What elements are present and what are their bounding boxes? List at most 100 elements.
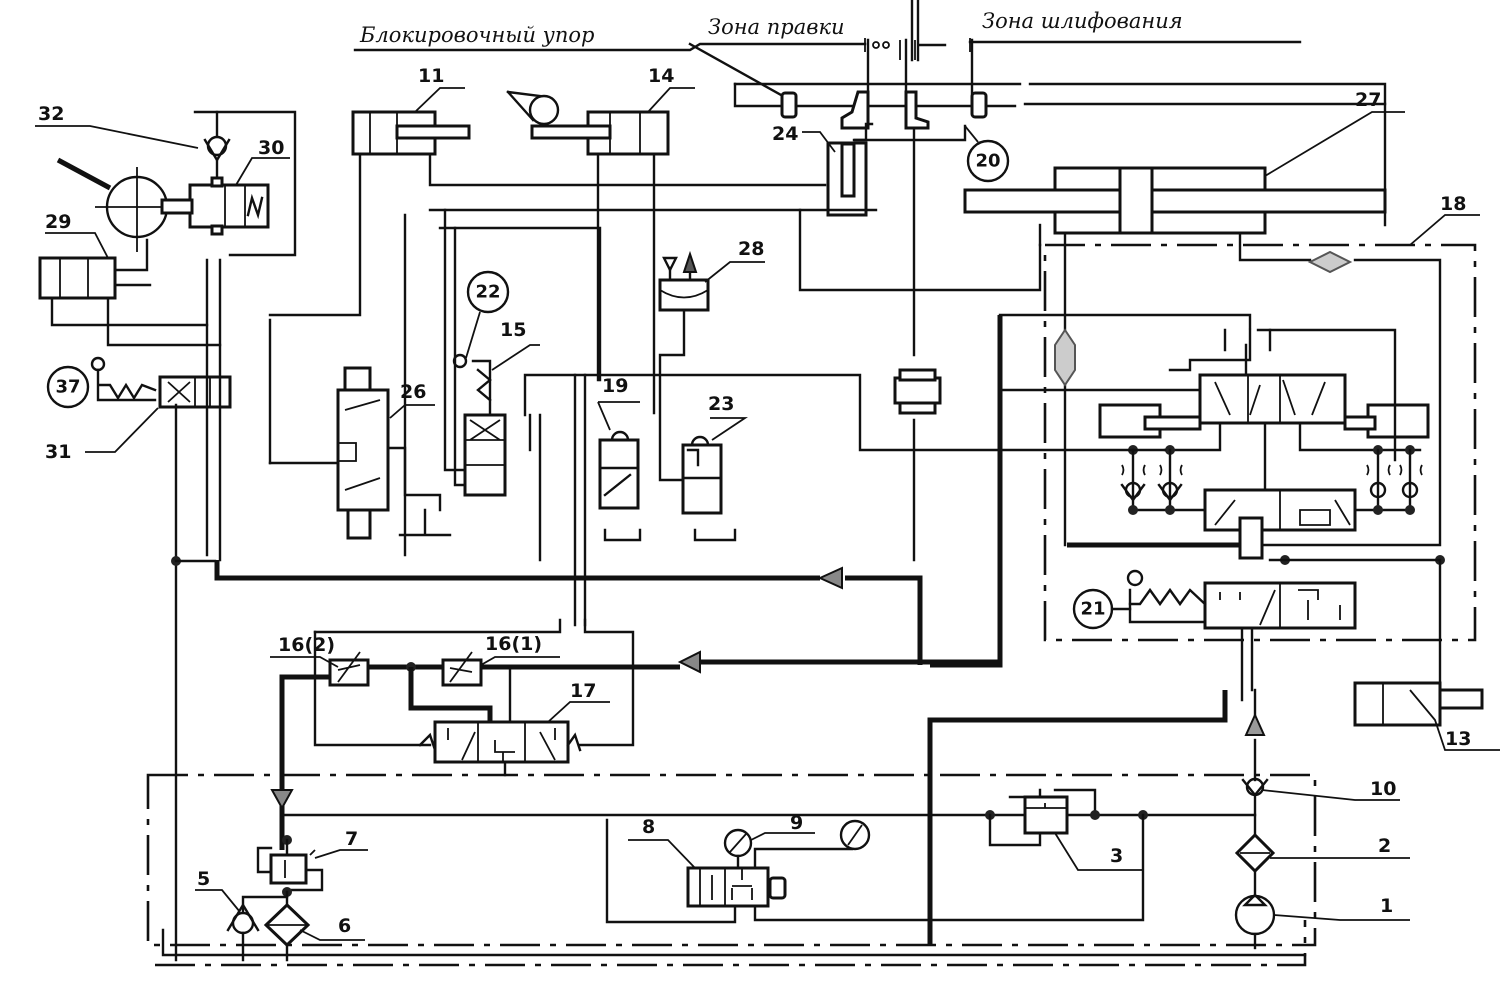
table-rail <box>733 38 1387 227</box>
check-throttle-right <box>1353 445 1423 515</box>
check-throttle-left <box>1120 445 1207 515</box>
label-5: 5 <box>197 868 210 890</box>
throttle-indicator-18 <box>1307 250 1353 274</box>
throttle-16-2 <box>328 658 370 687</box>
component-16-17: 16(2) 16(1) 17 <box>270 618 1000 850</box>
label-10: 10 <box>1370 778 1396 800</box>
label-16-1: 16(1) <box>485 633 542 655</box>
valve-17 <box>433 720 570 764</box>
zone-divider <box>910 0 920 62</box>
component-30-32: 32 30 <box>35 103 297 257</box>
label-1: 1 <box>1380 895 1393 917</box>
dressing-zone-label: Зона правки <box>708 15 845 39</box>
trip-block <box>893 376 942 405</box>
component-13: 13 <box>1353 681 1500 751</box>
label-8: 8 <box>642 816 655 838</box>
grinding-zone-label: Зона шлифования <box>982 9 1183 33</box>
pressure-line-main <box>214 560 923 665</box>
label-20: 20 <box>975 151 1000 172</box>
label-30: 30 <box>258 137 284 159</box>
component-37-31: 37 31 <box>45 356 232 463</box>
component-7: 7 <box>256 828 368 897</box>
flow-arrow-up <box>1244 712 1266 736</box>
component-14: 14 <box>506 65 695 156</box>
valve-8 <box>686 866 770 908</box>
label-14: 14 <box>648 65 674 87</box>
valve-7 <box>269 853 308 885</box>
throttle-indicator-left <box>1054 328 1076 387</box>
locking-stop-dog <box>780 91 798 119</box>
component-20: 20 <box>964 125 1010 183</box>
label-22: 22 <box>475 282 500 303</box>
flow-arrow-down <box>270 789 294 811</box>
label-16-2: 16(2) <box>278 634 335 656</box>
distributor-upper-spool <box>1198 373 1347 425</box>
component-26: 26 <box>268 318 452 540</box>
component-29: 29 <box>38 211 222 347</box>
label-26: 26 <box>400 381 426 403</box>
valve-30 <box>188 183 270 229</box>
pump-1 <box>1234 894 1276 936</box>
label-18: 18 <box>1440 193 1466 215</box>
locking-stop-leader <box>688 42 792 102</box>
circle-37 <box>46 365 90 409</box>
label-11: 11 <box>418 65 444 87</box>
label-32: 32 <box>38 103 64 125</box>
component-28: 28 <box>658 238 765 482</box>
handwheel <box>56 157 194 252</box>
zone-headings: Блокировочный упор Зона правки Зона шлиф… <box>353 0 1302 102</box>
label-19: 19 <box>602 375 628 397</box>
component-23: 23 <box>681 393 748 542</box>
component-6: 6 <box>263 890 365 962</box>
pump-station-enclosure <box>146 773 1317 947</box>
throttle-16-1 <box>441 658 483 687</box>
component-8-9: 8 9 <box>605 812 932 924</box>
cylinder-29 <box>38 256 117 300</box>
label-7: 7 <box>345 828 358 850</box>
component-18: 18 <box>1043 193 1480 642</box>
cylinder-27: 27 <box>963 89 1405 235</box>
grinding-zone-underline <box>918 40 1302 47</box>
enclosure-18 <box>1043 243 1477 642</box>
label-13: 13 <box>1445 728 1471 750</box>
label-6: 6 <box>338 915 351 937</box>
dressing-dog-left <box>840 90 870 130</box>
component-19: 19 <box>597 375 642 542</box>
label-15: 15 <box>500 319 526 341</box>
label-9: 9 <box>790 812 803 834</box>
label-31: 31 <box>45 441 71 463</box>
circle-20 <box>966 139 1010 183</box>
valve-19 <box>598 438 640 510</box>
grinding-stop-dog <box>970 91 988 119</box>
displacement-sensor <box>893 368 942 415</box>
label-24: 24 <box>772 123 798 145</box>
valve-26 <box>336 388 390 512</box>
label-37: 37 <box>55 377 80 398</box>
label-2: 2 <box>1378 835 1391 857</box>
check-valve-32 <box>206 135 228 157</box>
dressing-dog-right <box>904 90 930 130</box>
zone-boundary-ticks <box>864 38 971 60</box>
flow-arrow-16 <box>677 650 701 674</box>
main-distributor <box>930 313 1430 668</box>
label-27: 27 <box>1355 89 1381 111</box>
label-17: 17 <box>570 680 596 702</box>
cam-14 <box>528 94 560 126</box>
valve-28 <box>658 278 710 312</box>
label-23: 23 <box>708 393 734 415</box>
label-21: 21 <box>1080 599 1105 620</box>
label-28: 28 <box>738 238 764 260</box>
valve-15 <box>463 413 507 497</box>
label-3: 3 <box>1110 845 1123 867</box>
label-29: 29 <box>45 211 71 233</box>
component-15-22: 22 15 <box>443 208 540 497</box>
component-5: 5 <box>195 868 289 962</box>
component-24: 24 <box>772 122 967 217</box>
component-3: 3 <box>928 788 1148 922</box>
locking-stop-label: Блокировочный упор <box>359 23 594 47</box>
circle-22 <box>466 270 510 314</box>
flow-arrow-main <box>817 566 843 590</box>
cylinder-13 <box>1353 681 1442 727</box>
component-11: 11 <box>351 65 471 156</box>
